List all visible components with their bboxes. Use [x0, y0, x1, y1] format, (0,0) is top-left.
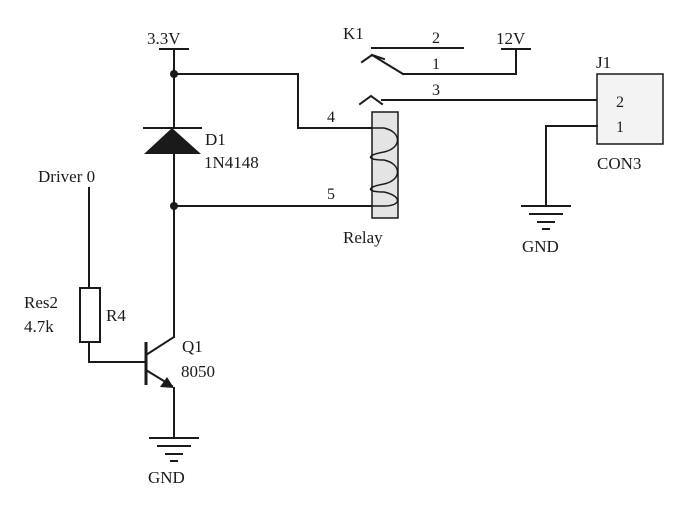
connector-pin-2-label: 2 — [616, 94, 624, 111]
vcc-rail-wire: 4 — [170, 70, 373, 129]
ground-symbol-bottom: GND — [148, 437, 199, 487]
relay-ref-label: K1 — [343, 24, 364, 43]
connector-ground-wire — [545, 125, 598, 207]
relay-pin-4-label: 4 — [327, 109, 335, 126]
driver-input-label: Driver 0 — [38, 167, 95, 186]
ground-symbol-right: GND — [521, 205, 571, 256]
ground-label-bottom: GND — [148, 468, 185, 487]
relay-coil-winding — [369, 127, 399, 207]
resistor-r4: Res2 4.7k R4 — [24, 287, 126, 343]
relay-pin-1-label: 1 — [432, 56, 440, 73]
vcc-12v-label: 12V — [496, 29, 526, 48]
diode-triangle — [144, 128, 201, 154]
driver-input: Driver 0 — [38, 167, 95, 289]
vcc-12v-symbol: 12V — [496, 29, 531, 75]
relay-name-label: Relay — [343, 228, 383, 247]
connector-body — [596, 73, 664, 145]
base-wire — [88, 341, 147, 363]
resistor-body — [79, 287, 101, 343]
relay-pin-3-label: 3 — [432, 82, 440, 99]
resistor-ref-label: R4 — [106, 306, 126, 325]
vcc-3v3-label: 3.3V — [147, 29, 181, 48]
transistor-value-label: 8050 — [181, 362, 215, 381]
diode-value-label: 1N4148 — [204, 153, 259, 172]
transistor-ref-label: Q1 — [182, 337, 203, 356]
ground-label-right: GND — [522, 237, 559, 256]
connector-ref-label: J1 — [596, 53, 611, 72]
diode-ref-label: D1 — [205, 130, 226, 149]
connector-j1: J1 2 1 CON3 — [596, 53, 664, 173]
connector-value-label: CON3 — [597, 154, 641, 173]
resistor-lib-label: Res2 — [24, 293, 58, 312]
relay-pin-5-label: 5 — [327, 186, 335, 203]
relay-pin-2-label: 2 — [432, 30, 440, 47]
resistor-value-label: 4.7k — [24, 317, 54, 336]
transistor-q1: Q1 8050 — [144, 205, 215, 439]
transistor-emitter-arrow — [160, 377, 174, 388]
relay-contacts: K1 2 1 3 — [343, 24, 598, 106]
connector-pin-1-label: 1 — [616, 119, 624, 136]
coil-pin5-wire: 5 — [170, 153, 373, 210]
relay-coil: Relay — [343, 111, 399, 247]
vcc-3v3-symbol: 3.3V — [147, 29, 189, 75]
diode-d1: D1 1N4148 — [143, 127, 259, 172]
